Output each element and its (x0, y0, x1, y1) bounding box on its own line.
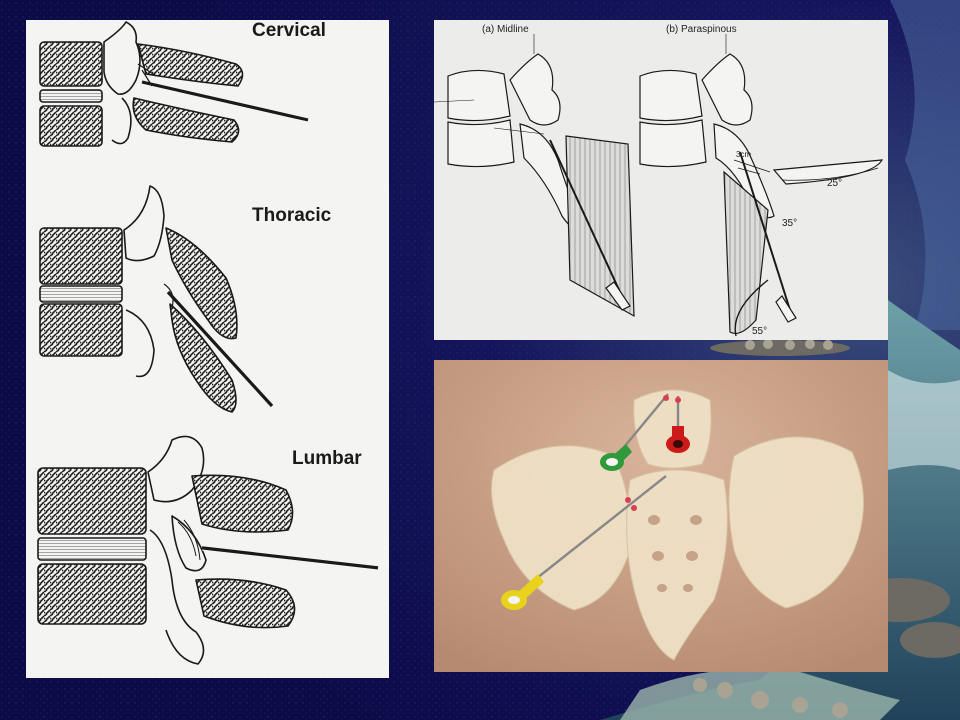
angle-arc-55 (734, 279, 769, 337)
green-needle-shaft (619, 393, 669, 453)
angle-55-label: 55° (752, 326, 768, 337)
spine-levels-illustration (37, 21, 379, 665)
paraspinous-needle (739, 151, 791, 311)
midline-label: (a) Midline (482, 24, 529, 35)
midline-plane (565, 135, 635, 318)
lumbar-spine (37, 435, 379, 665)
pelvis-needle-photo (434, 360, 888, 672)
left-ilium (491, 445, 632, 611)
midline-vertebrae (434, 34, 585, 231)
spine-levels-diagram: Cervical Thoracic Lumbar (26, 20, 389, 678)
paraspinous-needle-hub (775, 295, 797, 323)
cervical-spine (39, 21, 309, 147)
lumbar-label: Lumbar (292, 448, 362, 469)
angle-35-label: 35° (782, 218, 798, 229)
paraspinous-plane-horizontal (772, 159, 884, 185)
midline-needle-hub (605, 281, 631, 311)
thoracic-label: Thoracic (252, 205, 332, 226)
midline-needle (549, 139, 621, 293)
yellow-needle-shaft (531, 475, 667, 583)
green-needle-hub (600, 444, 632, 471)
paraspinous-vertebrae (639, 34, 775, 219)
approach-illustration (434, 34, 884, 337)
angle-25-label: 25° (827, 178, 843, 189)
thoracic-spine (39, 185, 274, 413)
cervical-label: Cervical (252, 20, 326, 41)
right-ilium (728, 436, 865, 609)
pelvis-illustration (434, 360, 888, 672)
distance-arrow (737, 167, 761, 175)
red-needle-hub (666, 426, 690, 453)
paraspinous-label: (b) Paraspinous (666, 24, 737, 35)
approach-diagram: (a) Midline (b) Paraspinous 3cm 25° 35° … (434, 20, 888, 340)
yellow-needle-hub (501, 574, 544, 610)
paraspinous-plane-vertical (723, 170, 769, 335)
distance-label: 3cm (736, 150, 752, 159)
